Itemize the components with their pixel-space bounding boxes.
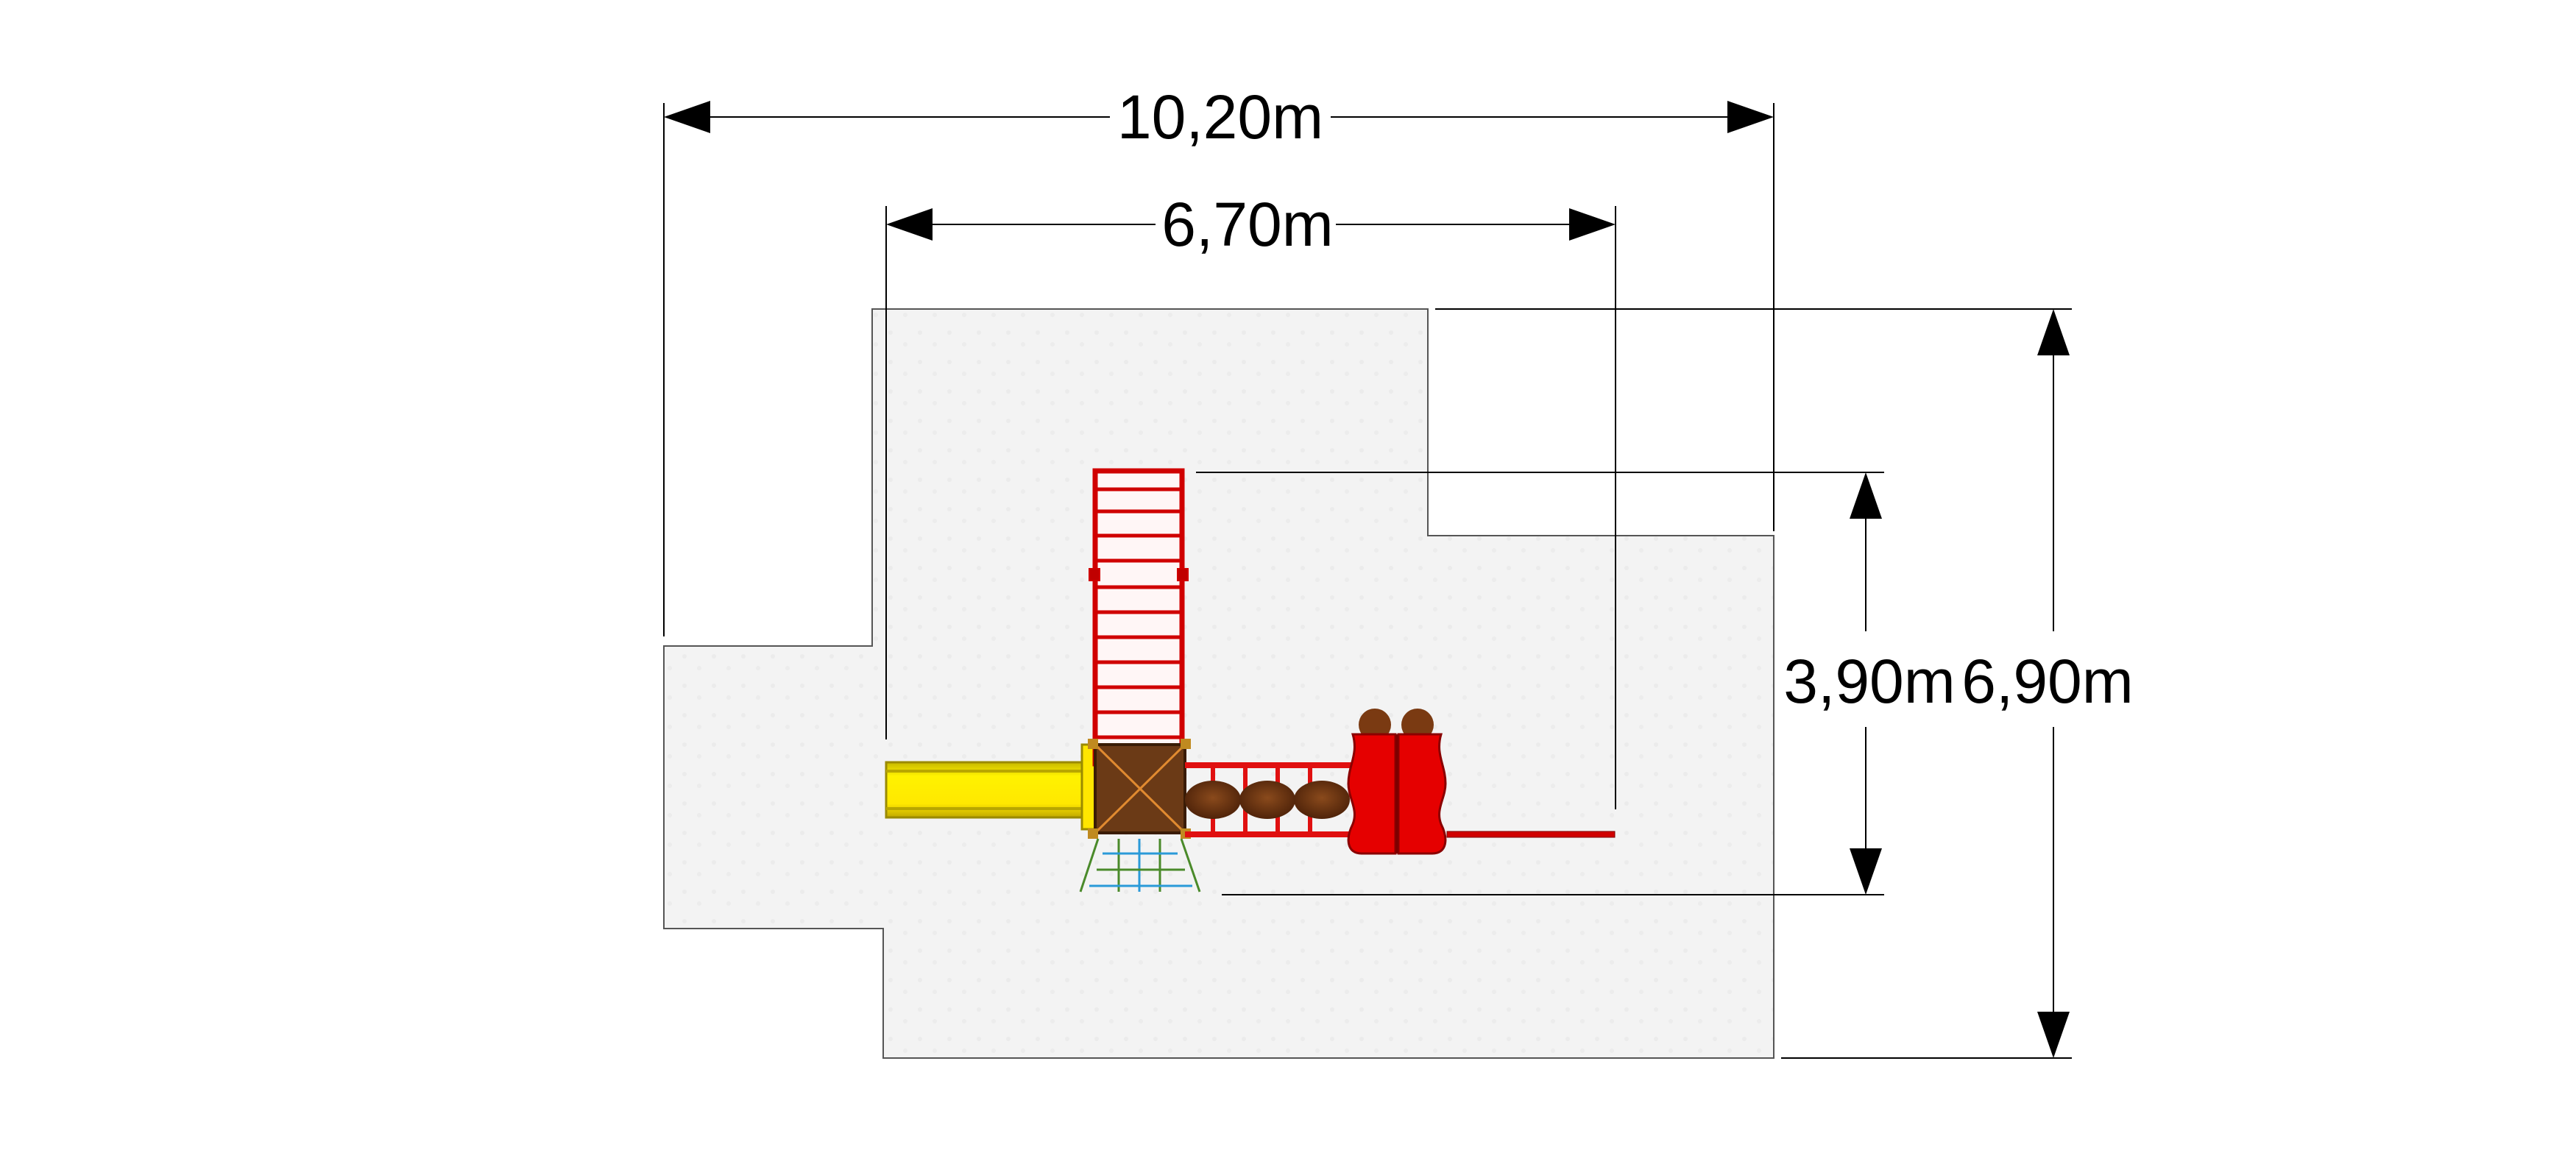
dimension-equipment-depth: 3,90m [1783, 472, 1956, 895]
ladder [1089, 468, 1189, 767]
dimension-equipment-width: 6,70m [886, 190, 1616, 259]
safety-zone [663, 308, 1774, 1059]
climbing-net [1079, 838, 1201, 892]
dimension-label-total-depth: 6,90m [1961, 647, 2133, 716]
dimension-label-equipment-width: 6,70m [1161, 190, 1333, 259]
dimension-total-width: 10,20m [664, 82, 1774, 152]
dimension-total-depth: 6,90m [1961, 309, 2134, 1058]
balance-beam [1446, 831, 1616, 838]
log-bridge [1185, 762, 1353, 837]
dimension-label-total-width: 10,20m [1117, 82, 1323, 152]
panel-structure [1347, 709, 1447, 855]
extension-lines [663, 103, 2072, 1059]
dimension-label-equipment-depth: 3,90m [1783, 647, 1955, 716]
tower-deck [1088, 739, 1191, 839]
